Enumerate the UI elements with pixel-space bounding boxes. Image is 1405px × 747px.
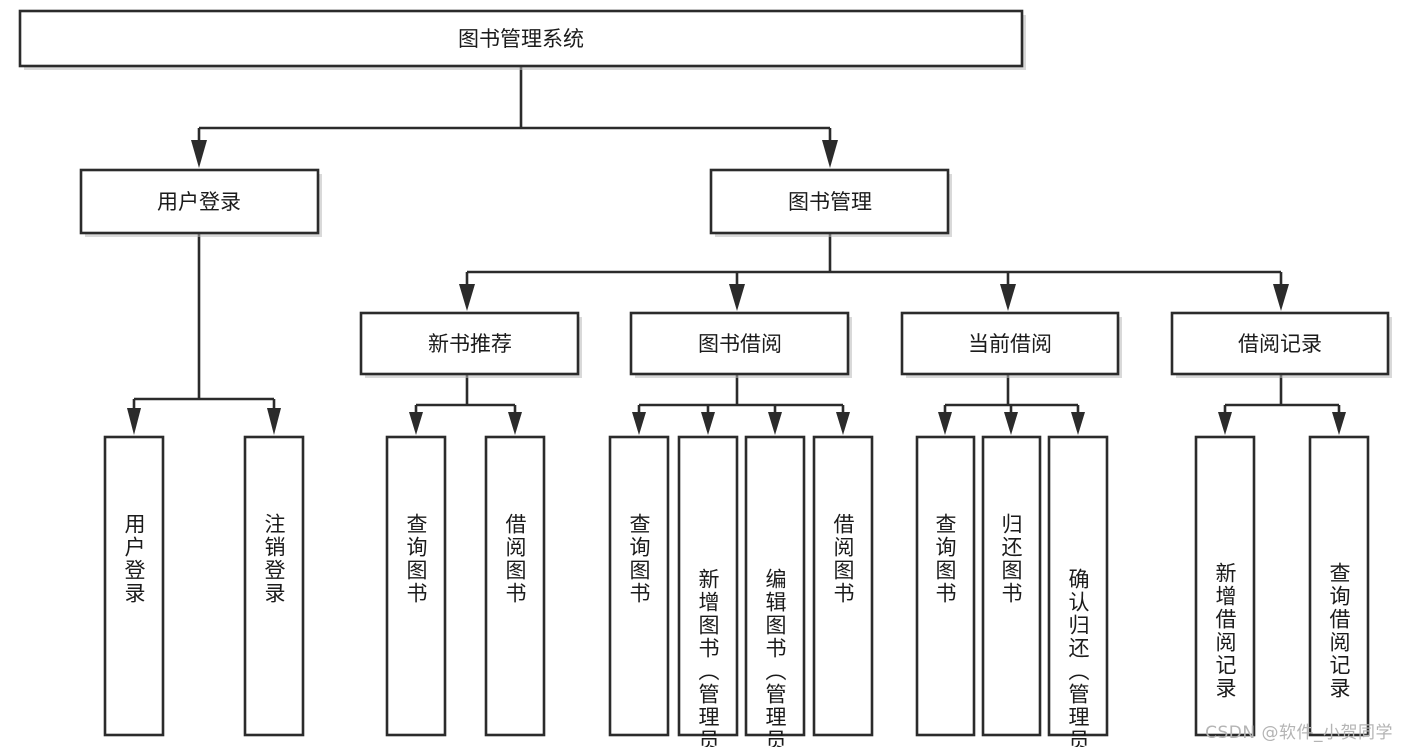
leaf-add-book-admin-label: 新增图书（管理员） [696,568,720,747]
leaf-edit-book-admin-label: 编辑图书（管理员） [763,568,787,747]
arrow-to-current-borrow [1000,284,1016,311]
leaf-borrow-book-box[interactable] [812,435,874,737]
arrow-current-leaf-1 [938,412,952,435]
user-login-box[interactable] [79,168,320,235]
leaf-user-login-label: 用户登录 [122,513,146,605]
leaf-query-book-newbook-label: 查询图书 [404,513,428,605]
leaf-query-book-current-box[interactable] [915,435,976,737]
arrow-borrow-leaf-1 [632,412,646,435]
arrow-to-borrow-record [1273,284,1289,311]
new-book-box[interactable] [359,311,580,376]
book-borrow-label: 图书借阅 [698,332,782,356]
leaf-return-book-box[interactable] [981,435,1042,737]
book-borrow-box[interactable] [629,311,850,376]
arrow-newbook-leaf-2 [508,412,522,435]
leaf-logout-label: 注销登录 [262,513,286,605]
arrow-current-leaf-3 [1071,412,1085,435]
leaf-borrow-book[interactable]: 借阅图书 [812,435,874,737]
book-manage-box[interactable] [709,168,950,235]
arrow-to-book-manage [822,140,838,168]
root-box[interactable] [18,9,1024,68]
leaf-confirm-return-admin-label: 确认归还（管理员） [1066,568,1090,747]
csdn-watermark: CSDN @软件_小贺同学 [1205,723,1393,743]
node-new-book-recommend[interactable]: 新书推荐 [359,311,582,378]
leaf-return-book[interactable]: 归还图书 [981,435,1042,737]
leaf-return-book-label: 归还图书 [999,513,1023,605]
node-current-borrow[interactable]: 当前借阅 [900,311,1122,378]
leaf-logout[interactable]: 注销登录 [243,435,305,737]
leaf-edit-book-admin[interactable]: 编辑图书（管理员） [744,435,806,747]
leaf-logout-box[interactable] [243,435,305,737]
leaf-query-book-borrow-box[interactable] [608,435,670,737]
node-root[interactable]: 图书管理系统 [18,9,1026,70]
leaf-borrow-book-label: 借阅图书 [831,513,855,605]
leaf-confirm-return-admin-box[interactable] [1047,435,1109,737]
arrow-newbook-leaf-1 [409,412,423,435]
leaf-add-borrow-record[interactable]: 新增借阅记录 [1194,435,1256,737]
arrow-to-user-login [191,140,207,168]
arrow-to-book-borrow [729,284,745,311]
leaf-query-book-borrow-label: 查询图书 [627,513,651,605]
node-book-borrow[interactable]: 图书借阅 [629,311,852,378]
book-manage-label: 图书管理 [788,190,872,214]
leaf-confirm-return-admin[interactable]: 确认归还（管理员） [1047,435,1109,747]
new-book-label: 新书推荐 [428,332,512,356]
connector-layer [127,66,1346,435]
arrow-borrow-leaf-4 [836,412,850,435]
leaf-user-login-box[interactable] [103,435,165,737]
user-login-label: 用户登录 [157,190,241,214]
arrow-record-leaf-2 [1332,412,1346,435]
leaf-query-book-newbook[interactable]: 查询图书 [385,435,447,737]
arrow-current-leaf-2 [1004,412,1018,435]
leaf-add-book-admin-box[interactable] [677,435,739,737]
current-borrow-box[interactable] [900,311,1120,376]
leaf-add-book-admin[interactable]: 新增图书（管理员） [677,435,739,747]
arrow-borrow-leaf-2 [701,412,715,435]
leaf-query-borrow-record-box[interactable] [1308,435,1370,737]
arrow-to-leaf-logout [267,408,281,435]
arrow-to-new-book [459,284,475,311]
leaf-edit-book-admin-box[interactable] [744,435,806,737]
node-user-login[interactable]: 用户登录 [79,168,322,237]
leaf-query-book-current-label: 查询图书 [933,513,957,605]
leaf-borrow-book-newbook-label: 借阅图书 [503,513,527,605]
leaf-add-borrow-record-box[interactable] [1194,435,1256,737]
leaf-query-book-borrow[interactable]: 查询图书 [608,435,670,737]
leaf-query-borrow-record-label: 查询借阅记录 [1327,562,1351,700]
arrow-record-leaf-1 [1218,412,1232,435]
current-borrow-label: 当前借阅 [968,332,1052,356]
leaf-borrow-book-newbook-box[interactable] [484,435,546,737]
leaf-query-book-newbook-box[interactable] [385,435,447,737]
node-book-manage[interactable]: 图书管理 [709,168,952,237]
arrow-to-leaf-user-login [127,408,141,435]
root-label: 图书管理系统 [458,27,584,51]
node-borrow-record[interactable]: 借阅记录 [1170,311,1392,378]
leaf-borrow-book-newbook[interactable]: 借阅图书 [484,435,546,737]
leaf-query-borrow-record[interactable]: 查询借阅记录 [1308,435,1370,737]
leaf-user-login[interactable]: 用户登录 [103,435,165,737]
leaf-add-borrow-record-label: 新增借阅记录 [1213,562,1237,700]
leaf-query-book-current[interactable]: 查询图书 [915,435,976,737]
arrow-borrow-leaf-3 [768,412,782,435]
borrow-record-box[interactable] [1170,311,1390,376]
borrow-record-label: 借阅记录 [1238,332,1322,356]
